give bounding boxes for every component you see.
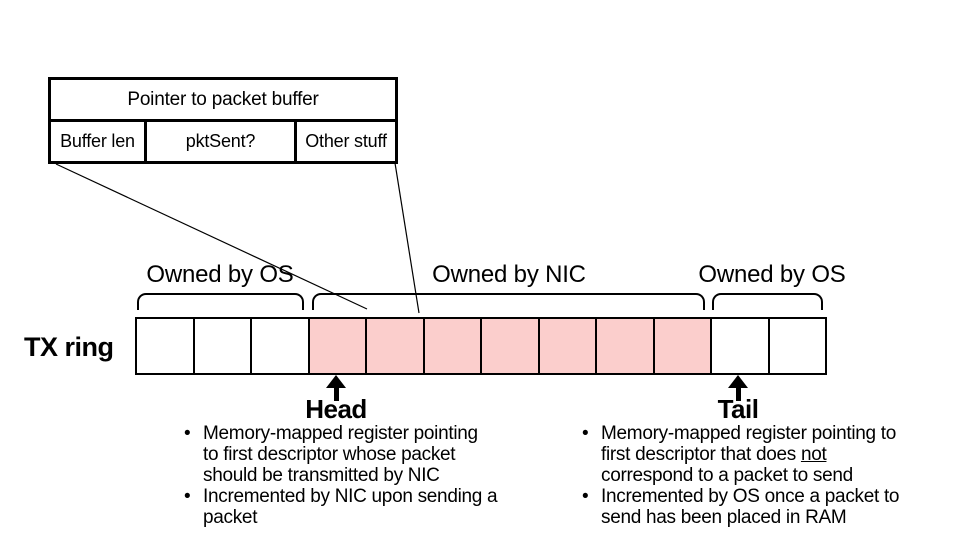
bullet-icon: • [184, 423, 191, 444]
ring-cell-nic [309, 319, 367, 373]
head-bullet-list: • Memory-mapped register pointing to fir… [184, 423, 518, 528]
underlined-not: not [800, 444, 827, 465]
owned-by-os-left-label: Owned by OS [146, 261, 294, 288]
descriptor-pointer-field: Pointer to packet buffer [51, 80, 395, 122]
head-arrow-stem [333, 388, 339, 401]
tail-bullet-2-line-1: Incremented by OS once a packet to [601, 486, 900, 507]
tail-bullet-2-line-2: send has been placed in RAM [601, 507, 847, 528]
head-bullet-2-line-1: Incremented by NIC upon sending a [203, 486, 498, 507]
head-arrow-tip-icon [326, 375, 346, 388]
tail-arrow-stem [735, 388, 741, 401]
tail-bullet-1-line-2: first descriptor that does not [601, 444, 827, 465]
owned-by-nic-brace [312, 293, 705, 310]
tail-bullet-1: • Memory-mapped register pointing to fir… [582, 423, 926, 486]
tail-bullet-1-line-3: correspond to a packet to send [601, 465, 853, 486]
owned-by-nic-label: Owned by NIC [432, 261, 586, 288]
descriptor-box: Pointer to packet buffer Buffer len pktS… [48, 77, 398, 164]
ring-cell-os [712, 319, 770, 373]
tx-ring [135, 317, 827, 375]
head-label: Head [305, 394, 367, 424]
head-bullet-1-line-2: to first descriptor whose packet [203, 444, 456, 465]
ring-cell-nic [482, 319, 540, 373]
tail-bullet-1-line-1: Memory-mapped register pointing to [601, 423, 896, 444]
tail-arrow-tip-icon [728, 375, 748, 388]
tail-bullet-2: • Incremented by OS once a packet to sen… [582, 486, 926, 528]
ring-cell-os [252, 319, 310, 373]
bullet-icon: • [184, 486, 191, 507]
tx-ring-label: TX ring [24, 332, 114, 362]
head-bullet-1: • Memory-mapped register pointing to fir… [184, 423, 518, 486]
ring-cell-nic [424, 319, 482, 373]
head-arrow [326, 375, 346, 401]
descriptor-field-pktsent: pktSent? [147, 122, 297, 161]
ring-cell-nic [597, 319, 655, 373]
descriptor-leader-line-right [394, 162, 420, 314]
tail-label: Tail [717, 394, 759, 424]
ring-cell-nic [367, 319, 425, 373]
head-bullet-2-line-2: packet [203, 507, 258, 528]
bullet-icon: • [582, 423, 589, 444]
tail-bullet-list: • Memory-mapped register pointing to fir… [582, 423, 926, 528]
ring-cell-nic [539, 319, 597, 373]
owned-by-os-right-brace [712, 293, 823, 310]
ring-cell-os [769, 319, 825, 373]
tail-arrow [728, 375, 748, 401]
owned-by-os-right-label: Owned by OS [698, 261, 846, 288]
head-bullet-1-line-1: Memory-mapped register pointing [203, 423, 478, 444]
ring-cell-os [194, 319, 252, 373]
bullet-icon: • [582, 486, 589, 507]
ring-cell-nic [654, 319, 712, 373]
owned-by-os-left-brace [137, 293, 304, 310]
head-bullet-1-line-3: should be transmitted by NIC [203, 465, 440, 486]
descriptor-field-buffer-len: Buffer len [51, 122, 147, 161]
head-bullet-2: • Incremented by NIC upon sending a pack… [184, 486, 518, 528]
descriptor-field-row: Buffer len pktSent? Other stuff [51, 122, 395, 161]
ring-cell-os [137, 319, 195, 373]
descriptor-field-other-stuff: Other stuff [305, 131, 387, 151]
